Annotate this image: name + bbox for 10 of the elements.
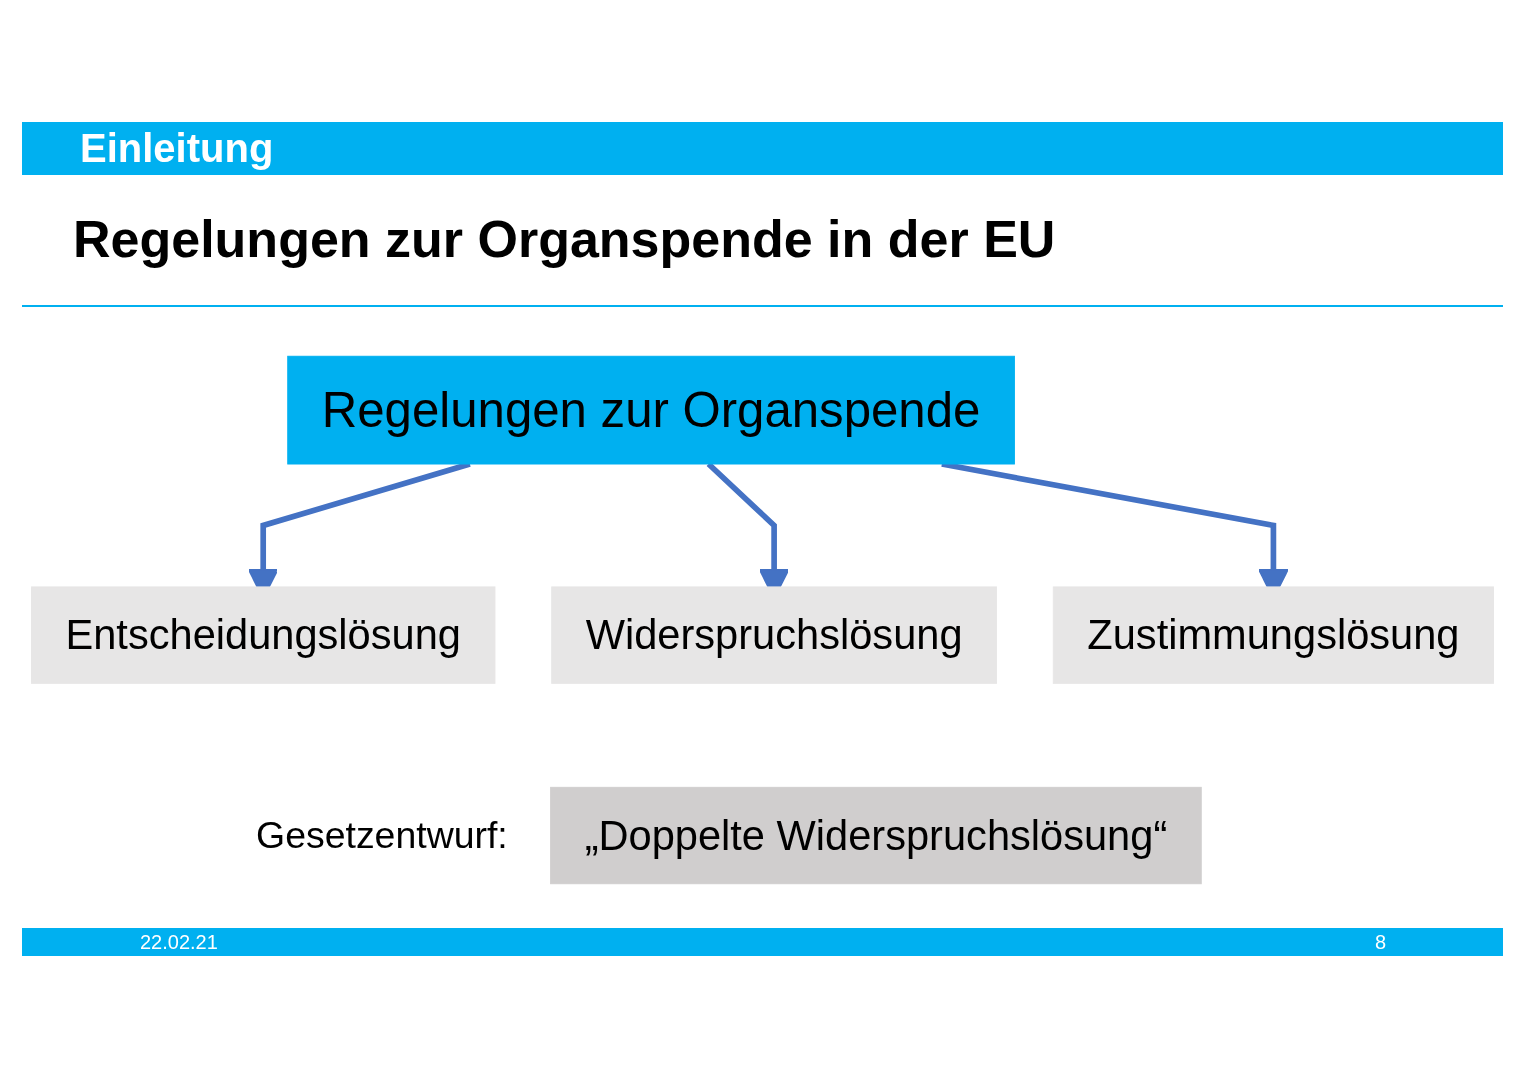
page-number: 8 <box>1375 930 1387 954</box>
process-box: „Doppelte Widerspruchslösung“ <box>550 786 1202 885</box>
slide-title: Regelungen zur Organspende in der EU <box>73 209 1056 270</box>
process-box: Entscheidungslösung <box>30 586 496 684</box>
process-box: Regelungen zur Organspende <box>287 355 1015 465</box>
section-heading: Einleitung <box>80 125 274 171</box>
process-box: Widerspruchslösung <box>551 586 998 684</box>
process-box: Zustimmungslösung <box>1052 586 1495 684</box>
date-text: 22.02.21 <box>140 930 218 954</box>
node-caption: Gesetzentwurf: <box>256 813 508 858</box>
